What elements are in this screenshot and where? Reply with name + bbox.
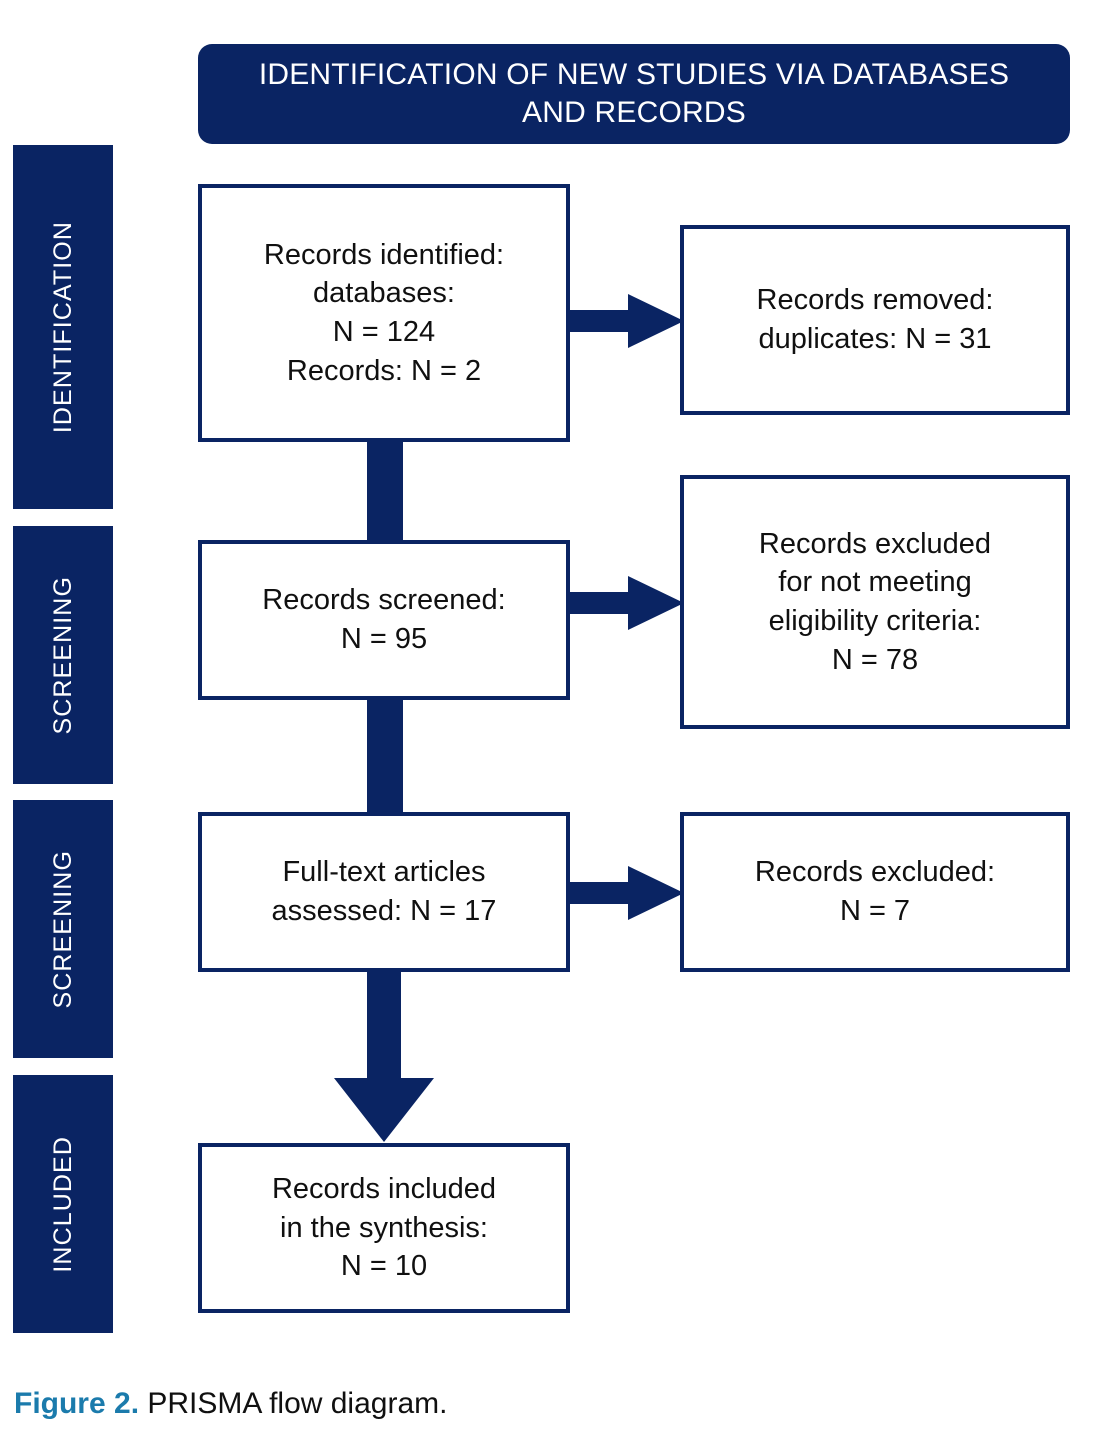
box-fulltext-assessed-line-1: Full-text articles [282, 856, 486, 889]
arrow-identified-to-duplicates [566, 294, 684, 348]
box-records-excluded-eligibility: Records excluded for not meeting eligibi… [680, 475, 1070, 729]
box-excluded-eligibility-line-2: for not meeting [778, 566, 972, 599]
box-records-removed-line-2: duplicates: N = 31 [758, 323, 992, 355]
phase-bar-label-identification: IDENTIFICATION [48, 220, 77, 434]
figure-caption: Figure 2. PRISMA flow diagram. [14, 1386, 447, 1422]
box-records-identified-line-1: Records identified: [263, 238, 505, 271]
box-records-removed-line-1: Records removed: [756, 284, 994, 317]
connector-screened-to-fulltext [367, 700, 403, 820]
arrow-fulltext-to-included [334, 960, 434, 1142]
box-excluded-fulltext-line-1: Records excluded: [754, 856, 996, 889]
box-records-identified: Records identified: databases: N = 124 R… [198, 184, 570, 442]
box-records-screened-line-1: Records screened: [262, 584, 506, 617]
arrow-fulltext-to-excluded [566, 866, 684, 920]
box-records-excluded-fulltext: Records excluded: N = 7 [680, 812, 1070, 972]
arrow-screened-to-excluded-eligibility [566, 576, 684, 630]
box-records-included-line-1: Records included [271, 1173, 497, 1206]
box-records-identified-line-4: Records: N = 2 [286, 354, 482, 387]
box-records-included-line-3: N = 10 [340, 1250, 428, 1283]
box-fulltext-assessed-line-2: assessed: N = 17 [271, 895, 497, 927]
box-excluded-eligibility-line-4: N = 78 [831, 643, 919, 676]
diagram-header-title: IDENTIFICATION OF NEW STUDIES VIA DATABA… [258, 57, 1010, 129]
phase-bar-screening-1: SCREENING [13, 526, 113, 784]
phase-bar-label-screening-2: SCREENING [48, 849, 77, 1009]
phase-bar-screening-2: SCREENING [13, 800, 113, 1058]
box-excluded-eligibility-line-3: eligibility criteria: [768, 605, 982, 637]
box-records-screened-line-2: N = 95 [340, 623, 428, 655]
phase-bar-label-screening-1: SCREENING [48, 575, 77, 735]
box-excluded-fulltext-line-2: N = 7 [839, 895, 911, 927]
box-excluded-eligibility-line-1: Records excluded [758, 527, 992, 560]
box-records-identified-line-3: N = 124 [332, 316, 436, 348]
phase-bar-included: INCLUDED [13, 1075, 113, 1333]
box-fulltext-assessed: Full-text articles assessed: N = 17 [198, 812, 570, 972]
box-records-included: Records included in the synthesis: N = 1… [198, 1143, 570, 1313]
box-records-identified-line-2: databases: [313, 277, 455, 310]
box-records-included-line-2: in the synthesis: [280, 1211, 488, 1244]
connector-identified-to-screened [367, 436, 403, 548]
figure-caption-text: PRISMA flow diagram. [139, 1387, 448, 1420]
phase-bar-identification: IDENTIFICATION [13, 145, 113, 509]
box-records-screened: Records screened: N = 95 [198, 540, 570, 700]
figure-caption-label: Figure 2. [14, 1387, 140, 1420]
box-records-removed-duplicates: Records removed: duplicates: N = 31 [680, 225, 1070, 415]
diagram-header-banner: IDENTIFICATION OF NEW STUDIES VIA DATABA… [198, 44, 1070, 144]
phase-bar-label-included: INCLUDED [48, 1135, 77, 1273]
